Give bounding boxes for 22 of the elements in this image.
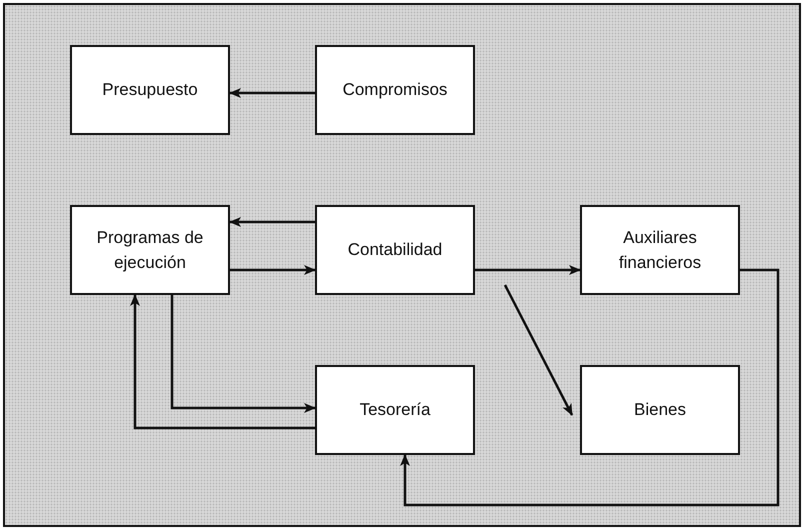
process-box [580,205,740,295]
process-box [315,45,475,135]
arrow [400,268,780,506]
arrow [130,294,315,430]
box-label: Tesorería [360,399,430,422]
box-label: Contabilidad [348,239,442,262]
process-box [580,365,740,455]
box-label: Compromisos [342,79,448,102]
process-box [70,205,230,295]
process-box [315,205,475,295]
arrow [229,217,315,227]
process-box [315,365,475,455]
arrow [170,295,316,413]
box-label: Auxiliares financieros [618,226,702,274]
arrow [504,284,574,416]
box-label: Programas de ejecución [96,226,204,274]
arrow [230,265,316,275]
box-label: Bienes [634,399,686,422]
arrow [229,88,315,98]
arrow [475,265,581,275]
box-label: Presupuesto [102,79,198,102]
process-box [70,45,230,135]
